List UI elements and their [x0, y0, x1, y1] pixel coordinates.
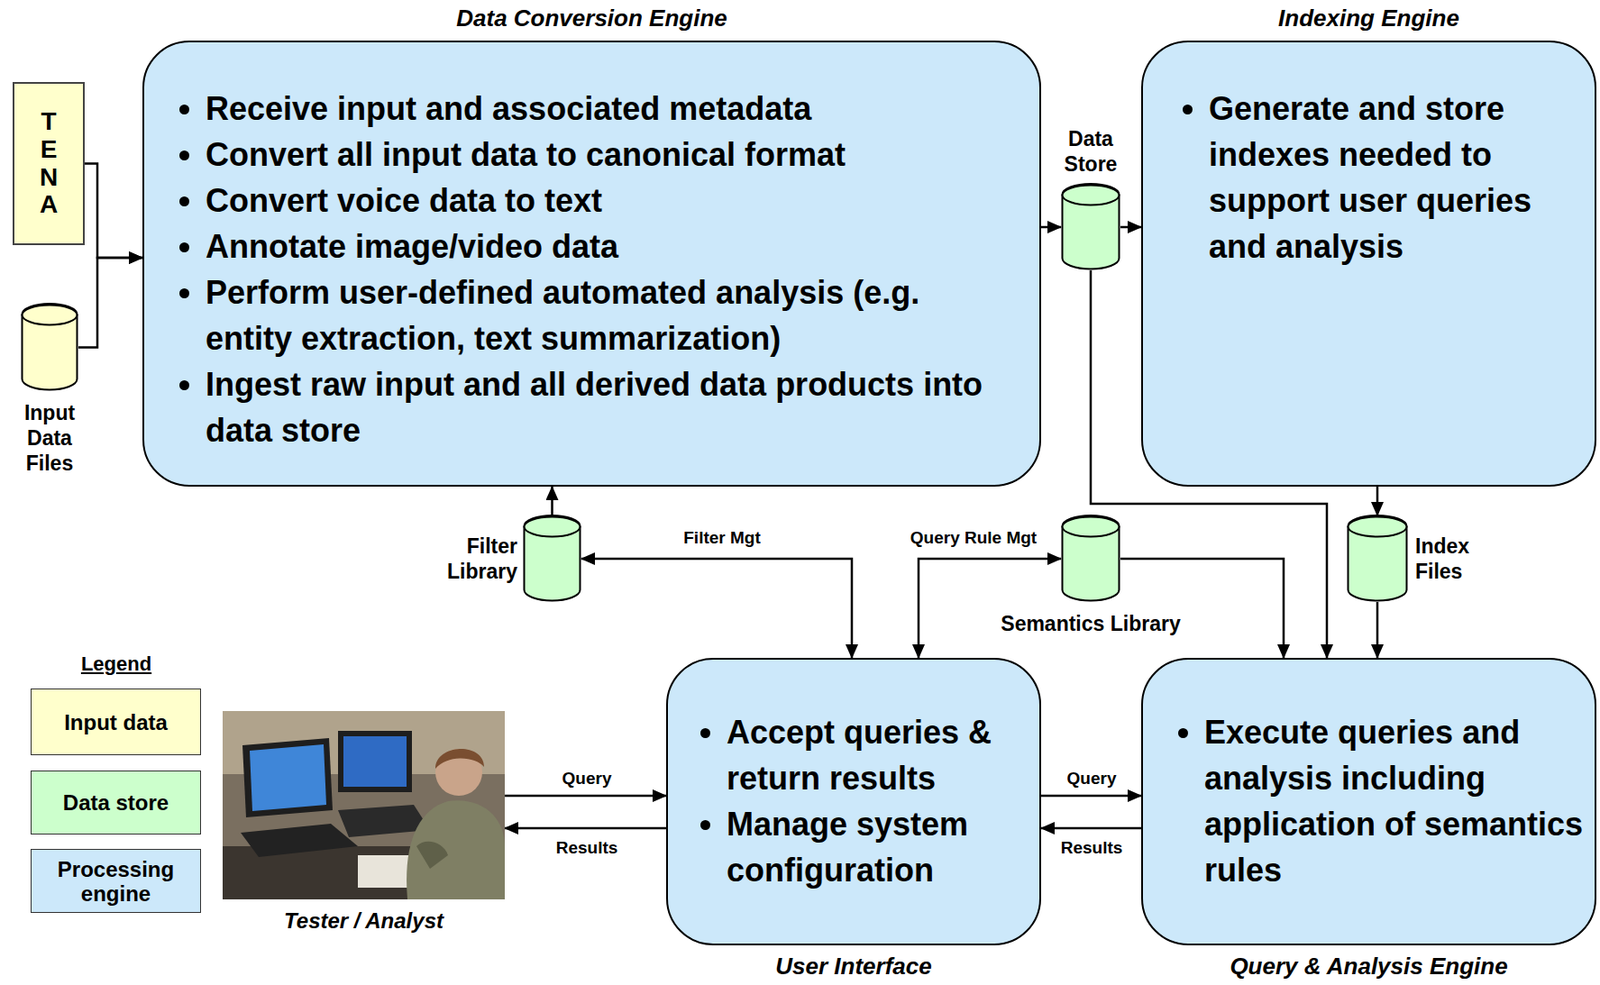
legend-swatch: Data store: [30, 770, 202, 835]
cylinder-top: [524, 517, 581, 538]
connector-arrow: [78, 257, 143, 348]
bullet-list: Generate and store indexes needed to sup…: [1169, 85, 1588, 270]
connector-arrow: [1041, 226, 1061, 229]
monitor-screen: [343, 736, 407, 787]
connector-label: Query: [559, 768, 615, 789]
photo-ground: [222, 711, 505, 900]
laptop-keyboard: [240, 823, 358, 858]
process-box: User InterfaceAccept queries & return re…: [666, 658, 1042, 946]
bullet-item: Perform user-defined automated analysis …: [205, 269, 1004, 362]
bullet-item: Annotate image/video data: [205, 223, 1004, 270]
engine-title: Data Conversion Engine: [90, 4, 1094, 32]
data-store-cylinder: Index Files: [1346, 515, 1408, 603]
connector-arrow: [1041, 827, 1142, 831]
person-hair: [435, 749, 485, 769]
bullet-item: Convert voice data to text: [205, 177, 1004, 224]
engine-title: Query & Analysis Engine: [1088, 952, 1600, 980]
bullet-list: Receive input and associated metadataCon…: [165, 85, 1004, 454]
legend-text: Data store: [63, 790, 169, 815]
input-label: TENA: [36, 108, 62, 220]
store-label: Index Files: [1415, 533, 1492, 585]
analyst-picture: Tester / Analyst: [222, 711, 505, 900]
legend-text: Processing engine: [31, 857, 201, 906]
store-label: Data Store: [1054, 126, 1127, 177]
cylinder-top: [1062, 185, 1120, 206]
analyst-photo: [222, 711, 505, 900]
store-label: Semantics Library: [1000, 611, 1180, 637]
bullet-item: Execute queries and analysis including a…: [1204, 709, 1590, 894]
bullet-item: Receive input and associated metadata: [205, 85, 1004, 132]
paper: [357, 855, 412, 888]
connector-arrow: [504, 827, 667, 831]
process-box: Query & Analysis EngineExecute queries a…: [1141, 658, 1597, 946]
legend-text: Input data: [64, 710, 168, 735]
bullet-item: Accept queries & return results: [726, 709, 1019, 802]
legend-swatch: Processing engine: [30, 849, 202, 914]
cylinder-shape: [1060, 515, 1121, 603]
bullet-list: Accept queries & return resultsManage sy…: [686, 709, 1019, 894]
connector-arrow: [1120, 558, 1284, 659]
cylinder-body: [22, 303, 78, 391]
cylinder-body: [1062, 183, 1120, 270]
cylinder-top: [1348, 517, 1408, 538]
cylinder-shape: [1060, 183, 1121, 271]
cylinder-body: [1348, 515, 1408, 601]
connector-arrow: [581, 558, 852, 659]
connector-label: Results: [553, 838, 622, 859]
engine-title: User Interface: [613, 952, 1094, 980]
bullet-item: Generate and store indexes needed to sup…: [1208, 85, 1588, 270]
cylinder-body: [1062, 515, 1120, 602]
connector-arrow: [1376, 486, 1380, 516]
connector-arrow: [84, 164, 143, 259]
picture-caption: Tester / Analyst: [186, 908, 541, 934]
data-store-cylinder: Filter Library: [522, 515, 582, 603]
data-store-cylinder: Semantics Library: [1060, 515, 1121, 603]
connector-label: Query: [1064, 768, 1120, 789]
store-label: Filter Library: [427, 533, 518, 585]
connector-arrow: [1120, 226, 1142, 229]
data-store-cylinder: Data Store: [1060, 183, 1121, 271]
connector-label: Results: [1058, 838, 1126, 859]
monitor-frame: [338, 731, 412, 793]
monitor-screen: [249, 744, 327, 812]
cylinder-top: [1062, 517, 1120, 538]
connector-arrow: [1376, 602, 1380, 659]
cylinder-body: [524, 515, 581, 602]
store-label: Input Data Files: [13, 400, 86, 476]
cylinder-shape: [522, 515, 582, 603]
connector-arrow: [504, 795, 667, 798]
legend-swatch: Input data: [30, 688, 202, 756]
connector-label: Filter Mgt: [680, 528, 764, 549]
bullet-item: Convert all input data to canonical form…: [205, 131, 1004, 178]
monitor-frame: [242, 738, 333, 818]
process-box: Indexing EngineGenerate and store indexe…: [1141, 40, 1597, 487]
process-box: Data Conversion EngineReceive input and …: [142, 40, 1042, 487]
connector-arrow: [550, 486, 554, 516]
bullet-item: Manage system configuration: [726, 801, 1019, 894]
bullet-list: Execute queries and analysis including a…: [1164, 709, 1590, 894]
connector-arrow: [918, 558, 1061, 659]
cylinder-shape: [1346, 515, 1408, 603]
engine-title: Indexing Engine: [1088, 4, 1600, 32]
data-store-cylinder: Input Data Files: [20, 303, 79, 392]
person-body: [406, 800, 505, 900]
cylinder-shape: [20, 303, 79, 392]
bullet-item: Ingest raw input and all derived data pr…: [205, 361, 1004, 454]
input-box: TENA: [12, 82, 85, 246]
connector-label: Query Rule Mgt: [907, 528, 1040, 549]
person-arm: [416, 841, 448, 869]
legend-title: Legend: [81, 652, 152, 677]
connector-arrow: [1041, 795, 1142, 798]
cylinder-top: [22, 305, 78, 326]
